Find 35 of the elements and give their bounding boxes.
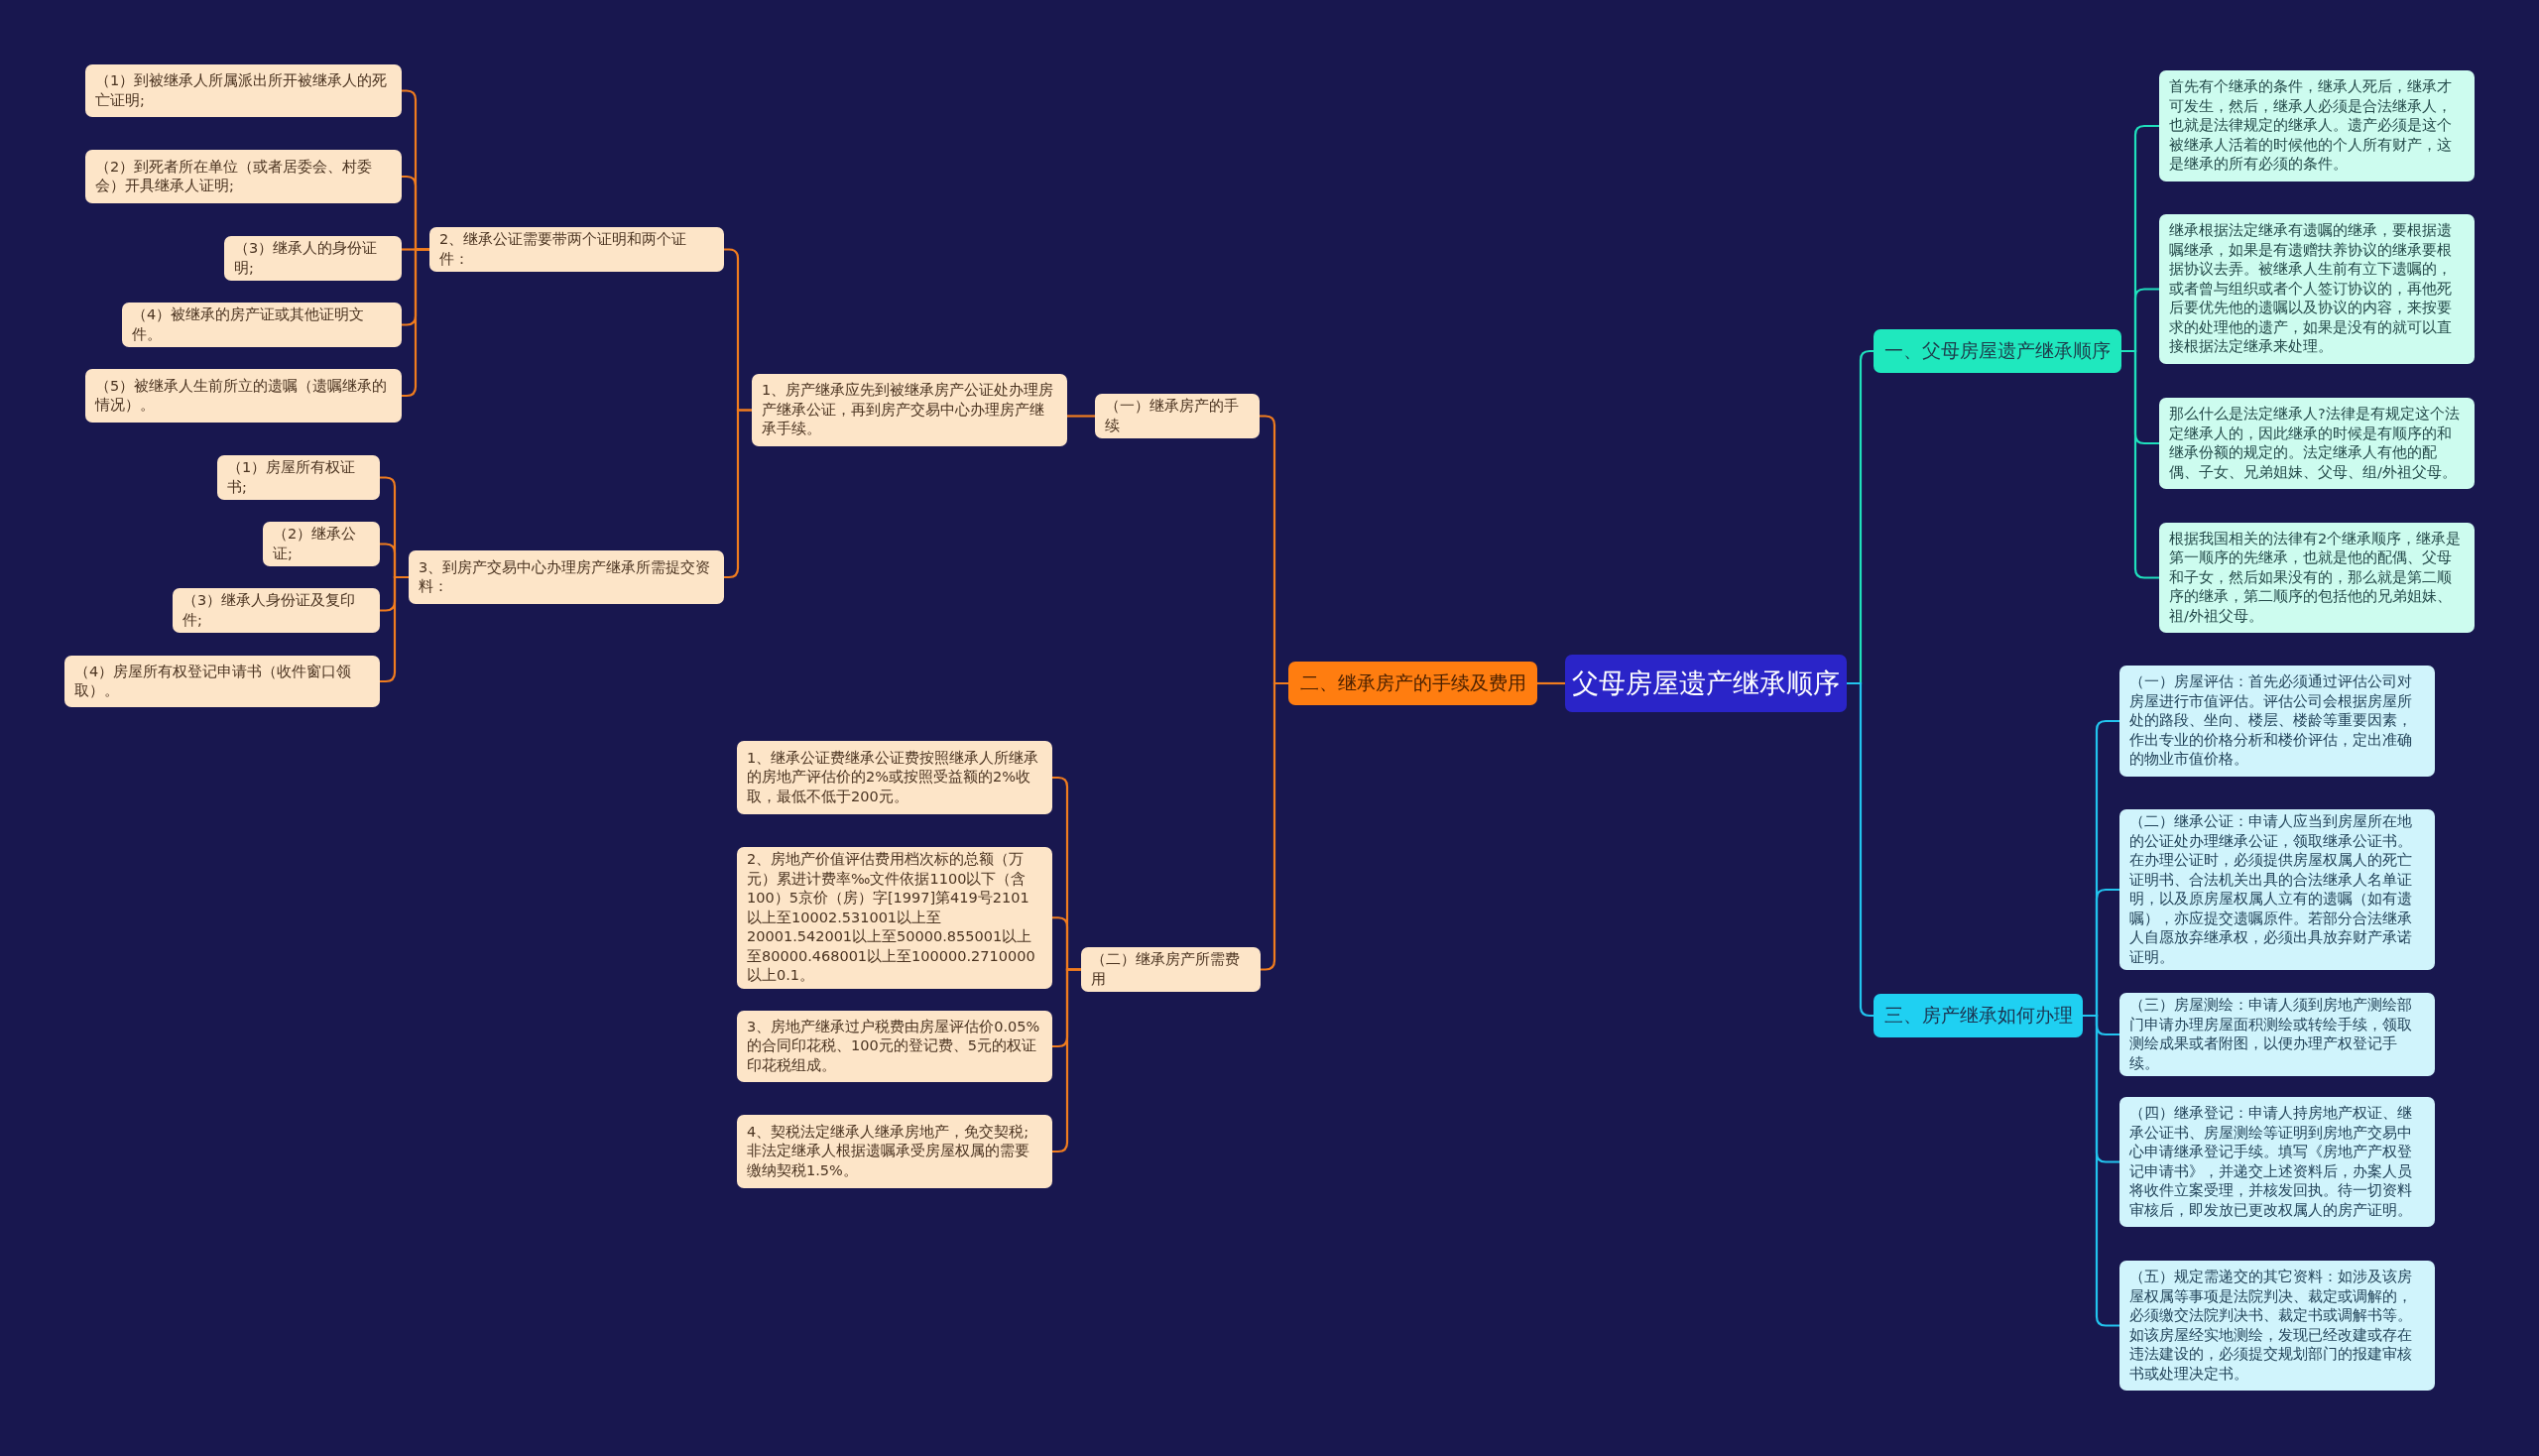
topic-box: （1）房屋所有权证书; — [217, 455, 380, 500]
topic-box: （一）房屋评估：首先必须通过评估公司对房屋进行市值评估。评估公司会根据房屋所处的路段、坐向、楼层、楼龄等重要因素，作出专业的价格分析和楼价评估，定出准确的物业市值价格。 — [2119, 666, 2435, 777]
topic-box: （2）继承公证; — [263, 522, 380, 566]
topic-box: （5）被继承人生前所立的遗嘱（遗嘱继承的情况）。 — [85, 369, 402, 423]
central-topic-box: 父母房屋遗产继承顺序 — [1565, 655, 1847, 712]
connector-line — [1537, 681, 1565, 685]
connector-line — [1847, 681, 1874, 1018]
topic-box: 首先有个继承的条件，继承人死后，继承才可发生，然后，继承人必须是合法继承人，也就是法律规定的继承人。遗产必须是这个被继承人活着的时候他的个人所有财产，这是继承的所有必须的条件。 — [2159, 70, 2475, 182]
topic-box: （4）房屋所有权登记申请书（收件窗口领取）。 — [64, 656, 380, 707]
topic-box: （二）继承房产所需费用 — [1081, 947, 1261, 992]
topic-box: 继承根据法定继承有遗嘱的继承，要根据遗嘱继承，如果是有遗赠扶养协议的继承要根据协议去弄。被继承人生前有立下遗嘱的，或者曾与组织或者个人签订协议的，再他死后要优先他的遗嘱以及协议的内容，来按要求的处理他的遗产，如果是没有的就可以直接根据法定继承来处理。 — [2159, 214, 2475, 364]
branch-topic-box: 三、房产继承如何办理 — [1874, 994, 2083, 1037]
topic-box: 2、房地产价值评估费用档次标的总额（万元）累进计费率‰文件依据1100以下（含100）5京价（房）字[1997]第419号2101以上至10002.531001以上至20001.542001以上至50000.855001以上至80000.468001以上至100000.2710000以上0.1。 — [737, 847, 1052, 989]
topic-box: （3）继承人的身份证明; — [224, 236, 402, 281]
topic-box: （4）被继承的房产证或其他证明文件。 — [122, 303, 402, 347]
branch-topic-box: 一、父母房屋遗产继承顺序 — [1874, 329, 2121, 373]
topic-box: （3）继承人身份证及复印件; — [173, 588, 380, 633]
topic-box: （1）到被继承人所属派出所开被继承人的死亡证明; — [85, 64, 402, 117]
topic-box: 4、契税法定继承人继承房地产，免交契税;非法定继承人根据遗嘱承受房屋权属的需要缴纳契税1.5%。 — [737, 1115, 1052, 1188]
topic-box: 3、房地产继承过户税费由房屋评估价0.05%的合同印花税、100元的登记费、5元的权证印花税组成。 — [737, 1011, 1052, 1082]
topic-box: 2、继承公证需要带两个证明和两个证件： — [429, 227, 724, 272]
topic-box: 1、房产继承应先到被继承房产公证处办理房产继承公证，再到房产交易中心办理房产继承手续。 — [752, 374, 1067, 446]
connector-line — [2083, 1014, 2119, 1327]
topic-box: （四）继承登记：申请人持房地产权证、继承公证书、房屋测绘等证明到房地产交易中心申请继承登记手续。填写《房地产产权登记申请书》，并递交上述资料后，办案人员将收件立案受理，并核发回执。待一切资料审核后，即发放已更改权属人的房产证明。 — [2119, 1097, 2435, 1227]
topic-box: （2）到死者所在单位（或者居委会、村委会）开具继承人证明; — [85, 150, 402, 203]
topic-box: 根据我国相关的法律有2个继承顺序，继承是第一顺序的先继承，也就是他的配偶、父母和子女，然后如果没有的，那么就是第二顺序的继承，第二顺序的包括他的兄弟姐妹、祖/外祖父母。 — [2159, 523, 2475, 633]
topic-box: （二）继承公证：申请人应当到房屋所在地的公证处办理继承公证，领取继承公证书。在办理公证时，必须提供房屋权属人的死亡证明书、合法机关出具的合法继承人名单证明，以及原房屋权属人立有的遗嘱（如有遗嘱），亦应提交遗嘱原件。若部分合法继承人自愿放弃继承权，必须出具放弃财产承诺证明。 — [2119, 809, 2435, 970]
topic-box: （三）房屋测绘：申请人须到房地产测绘部门申请办理房屋面积测绘或转绘手续，领取测绘成果或者附图，以便办理产权登记手续。 — [2119, 993, 2435, 1076]
branch-topic-box: 二、继承房产的手续及费用 — [1288, 662, 1537, 705]
topic-box: （一）继承房产的手续 — [1095, 394, 1260, 438]
topic-box: 1、继承公证费继承公证费按照继承人所继承的房地产评估价的2%或按照受益额的2%收取，最低不低于200元。 — [737, 741, 1052, 814]
topic-box: 那么什么是法定继承人?法律是有规定这个法定继承人的，因此继承的时候是有顺序的和继承份额的规定的。法定继承人有他的配偶、子女、兄弟姐妹、父母、组/外祖父母。 — [2159, 398, 2475, 489]
topic-box: 3、到房产交易中心办理房产继承所需提交资料： — [409, 550, 724, 604]
connector-line — [1067, 415, 1095, 418]
topic-box: （五）规定需递交的其它资料：如涉及该房屋权属等事项是法院判决、裁定或调解的，必须缴交法院判决书、裁定书或调解书等。如该房屋经实地测绘，发现已经改建或存在违法建设的，必须提交规划部门的报建审核书或处理决定书。 — [2119, 1261, 2435, 1391]
